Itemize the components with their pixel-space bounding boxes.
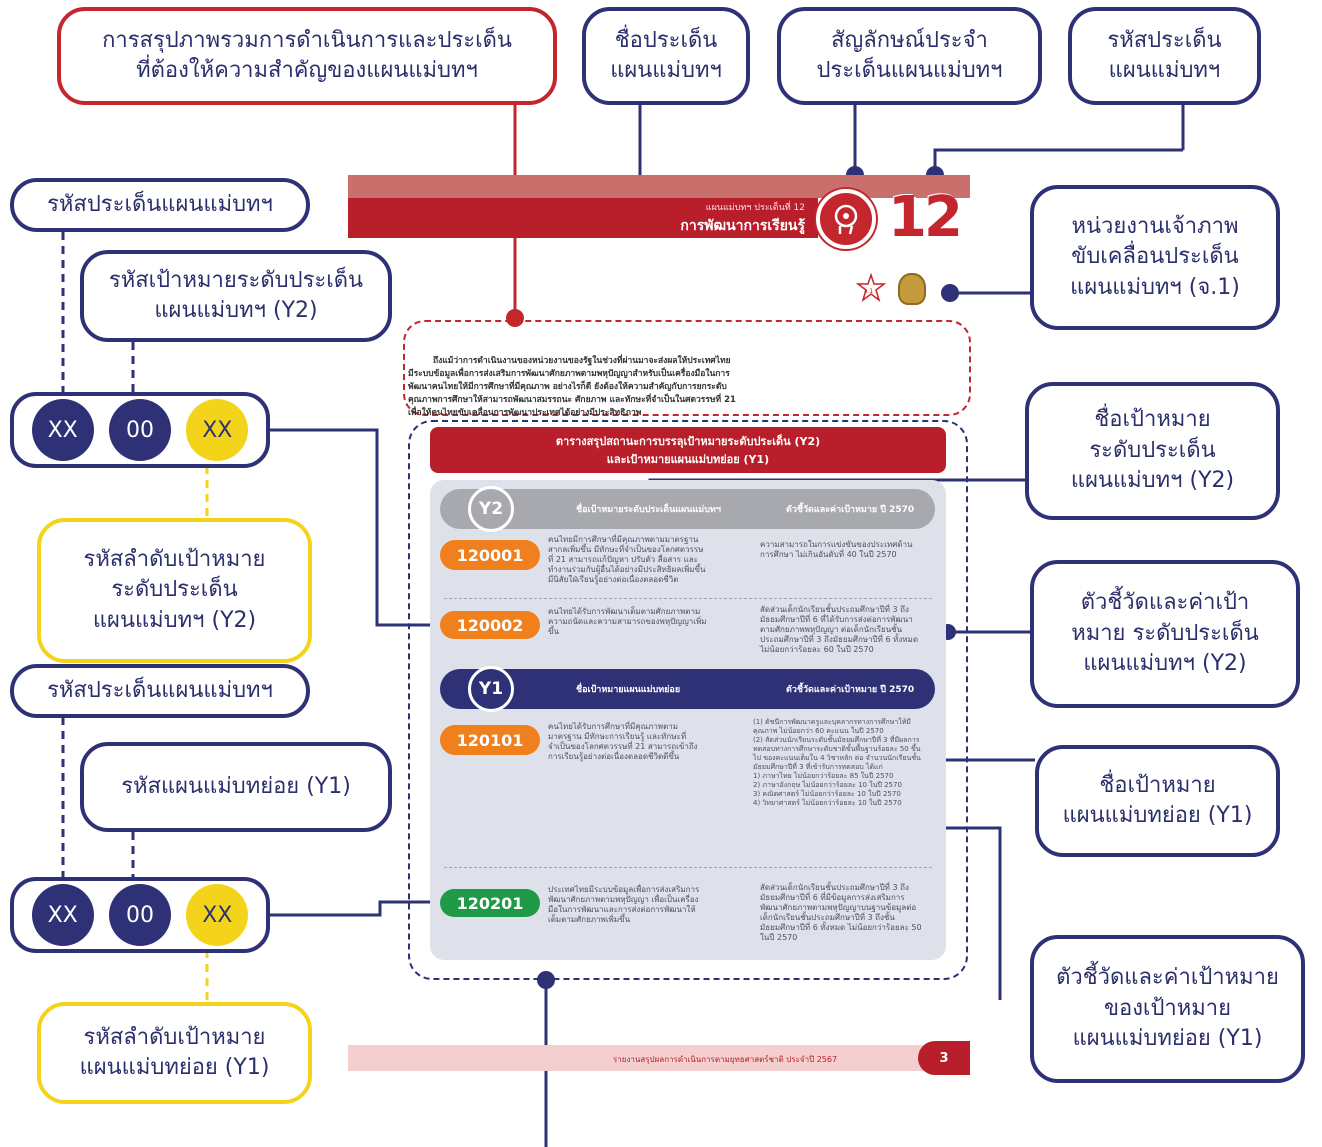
y1-name-callout: ชื่อเป้าหมาย แผนแม่บทย่อย (Y1): [1035, 745, 1280, 857]
goal-name: คนไทยมีการศึกษาที่มีคุณภาพตามมาตรฐานสากล…: [548, 535, 706, 584]
issue-number: 12: [888, 185, 963, 250]
goal-name: คนไทยได้รับการศึกษาที่มีคุณภาพตามมาตรฐาน…: [548, 722, 698, 761]
y1-sequence-callout: รหัสลำดับเป้าหมาย แผนแม่บทย่อย (Y1): [37, 1002, 312, 1104]
summary-line: มีระบบข้อมูลเพื่อการส่งเสริมการพัฒนาศักย…: [408, 369, 730, 379]
left-y2-code-callout: รหัสเป้าหมายระดับประเด็น แผนแม่บทฯ (Y2): [80, 250, 392, 342]
y1-col2-header: ตัวชี้วัดและค่าเป้าหมาย ปี 2570: [786, 685, 915, 695]
row-divider: [444, 598, 932, 599]
y1-col1-header: ชื่อเป้าหมายแผนแม่บทย่อย: [576, 685, 681, 695]
left-issue-code-callout: รหัสประเด็นแผนแม่บทฯ: [10, 178, 310, 232]
table-outline: [408, 420, 968, 980]
subplan-code-circle: 00: [108, 884, 171, 946]
ministry-seal-icon: [898, 273, 926, 305]
row-divider: [444, 867, 932, 868]
y2-name-callout: ชื่อเป้าหมาย ระดับประเด็น แผนแม่บทฯ (Y2): [1025, 382, 1280, 520]
y1-code-box: XX 00 XX: [10, 877, 270, 953]
goal-name: ประเทศไทยมีระบบข้อมูลเพื่อการส่งเสริมการ…: [548, 885, 700, 924]
y1-header-bar: Y1 ชื่อเป้าหมายแผนแม่บทย่อย ตัวชี้วัดและ…: [440, 666, 935, 712]
agency-badge-label: จ.1: [864, 288, 874, 295]
goal-indicator: (1) ดัชนีการพัฒนาครูและบุคลากรทางการศึกษ…: [753, 718, 921, 807]
issue-symbol-callout: สัญลักษณ์ประจำ ประเด็นแผนแม่บทฯ: [777, 7, 1042, 105]
goal-code-circle: 00: [108, 399, 171, 461]
summary-line: พัฒนาคนไทยให้มีการศึกษาที่มีคุณภาพ อย่าง…: [408, 382, 727, 392]
y2-sequence-callout: รหัสลำดับเป้าหมาย ระดับประเด็น แผนแม่บทฯ…: [37, 518, 312, 663]
brain-head-icon: [816, 189, 876, 249]
issue-code-circle: XX: [31, 884, 94, 946]
document-page: แผนแม่บทฯ ประเด็นที่ 12 การพัฒนาการเรียน…: [348, 175, 971, 1095]
header-title: การพัฒนาการเรียนรู้: [680, 218, 805, 234]
goal-code-pill: 120201: [440, 889, 540, 917]
y2-col2-header: ตัวชี้วัดและค่าเป้าหมาย ปี 2570: [786, 505, 915, 515]
issue-code-circle: XX: [31, 399, 94, 461]
goal-code-pill: 120101: [440, 725, 540, 755]
goal-indicator: สัดส่วนเด็กนักเรียนชั้นประถมศึกษาปีที่ 3…: [760, 605, 919, 654]
summary-box: [403, 320, 971, 416]
table-title-line: ตารางสรุปสถานะการบรรลุเป้าหมายระดับประเด…: [555, 435, 821, 448]
y2-col1-header: ชื่อเป้าหมายระดับประเด็นแผนแม่บทฯ: [576, 505, 721, 515]
y2-header-bar: Y2 ชื่อเป้าหมายระดับประเด็นแผนแม่บทฯ ตัว…: [440, 486, 935, 532]
header-band: [348, 198, 818, 238]
page-number: 3: [918, 1041, 970, 1075]
summary-line: คุณภาพการศึกษาให้สามารถพัฒนาสมรรถนะ ศักย…: [408, 395, 736, 405]
left-y1-code-callout: รหัสแผนแม่บทย่อย (Y1): [80, 742, 392, 832]
issue-code-callout: รหัสประเด็น แผนแม่บทฯ: [1068, 7, 1261, 105]
y2-indicator-callout: ตัวชี้วัดและค่าเป้า หมาย ระดับประเด็น แผ…: [1030, 560, 1300, 708]
footer-text: รายงานสรุปผลการดำเนินการตามยุทธศาสตร์ชาต…: [613, 1055, 838, 1064]
summary-line: ถึงแม้ว่าการดำเนินงานของหน่วยงานของรัฐใน…: [433, 356, 731, 366]
host-agency-callout: หน่วยงานเจ้าภาพ ขับเคลื่อนประเด็น แผนแม่…: [1030, 185, 1280, 330]
sequence-code-circle: XX: [186, 399, 249, 461]
y2-code-box: XX 00 XX: [10, 392, 270, 468]
agency-star-icon: [855, 272, 887, 303]
left-issue-code-callout-2: รหัสประเด็นแผนแม่บทฯ: [10, 664, 310, 718]
footer-band: [348, 1045, 970, 1071]
issue-name-callout: ชื่อประเด็น แผนแม่บทฯ: [582, 7, 750, 105]
table-title-line: และเป้าหมายแผนแม่บทย่อย (Y1): [606, 453, 770, 466]
y1-indicator-callout: ตัวชี้วัดและค่าเป้าหมาย ของเป้าหมาย แผนแ…: [1030, 935, 1305, 1083]
y1-badge: Y1: [468, 666, 514, 712]
header-small-text: แผนแม่บทฯ ประเด็นที่ 12: [705, 203, 805, 213]
summary-callout: การสรุปภาพรวมการดำเนินการและประเด็น ที่ต…: [57, 7, 557, 105]
goal-code-pill: 120002: [440, 611, 540, 639]
goal-code-pill: 120001: [440, 540, 540, 570]
summary-line: เพื่อให้คนไทยขับเคลื่อนการพัฒนาประเทศได้…: [408, 408, 642, 418]
summary-text: ถึงแม้ว่าการดำเนินงานของหน่วยงานของรัฐใน…: [408, 355, 963, 420]
goal-name: คนไทยได้รับการพัฒนาเต็มตามศักยภาพตามความ…: [548, 607, 707, 636]
goal-indicator: ความสามารถในการแข่งขันของประเทศด้านการศึ…: [760, 540, 913, 559]
sequence-code-circle: XX: [186, 884, 249, 946]
y2-badge: Y2: [468, 486, 514, 532]
goal-indicator: สัดส่วนเด็กนักเรียนชั้นประถมศึกษาปีที่ 3…: [760, 883, 922, 942]
header-band-light: [348, 175, 970, 198]
table-title: ตารางสรุปสถานะการบรรลุเป้าหมายระดับประเด…: [430, 427, 946, 473]
